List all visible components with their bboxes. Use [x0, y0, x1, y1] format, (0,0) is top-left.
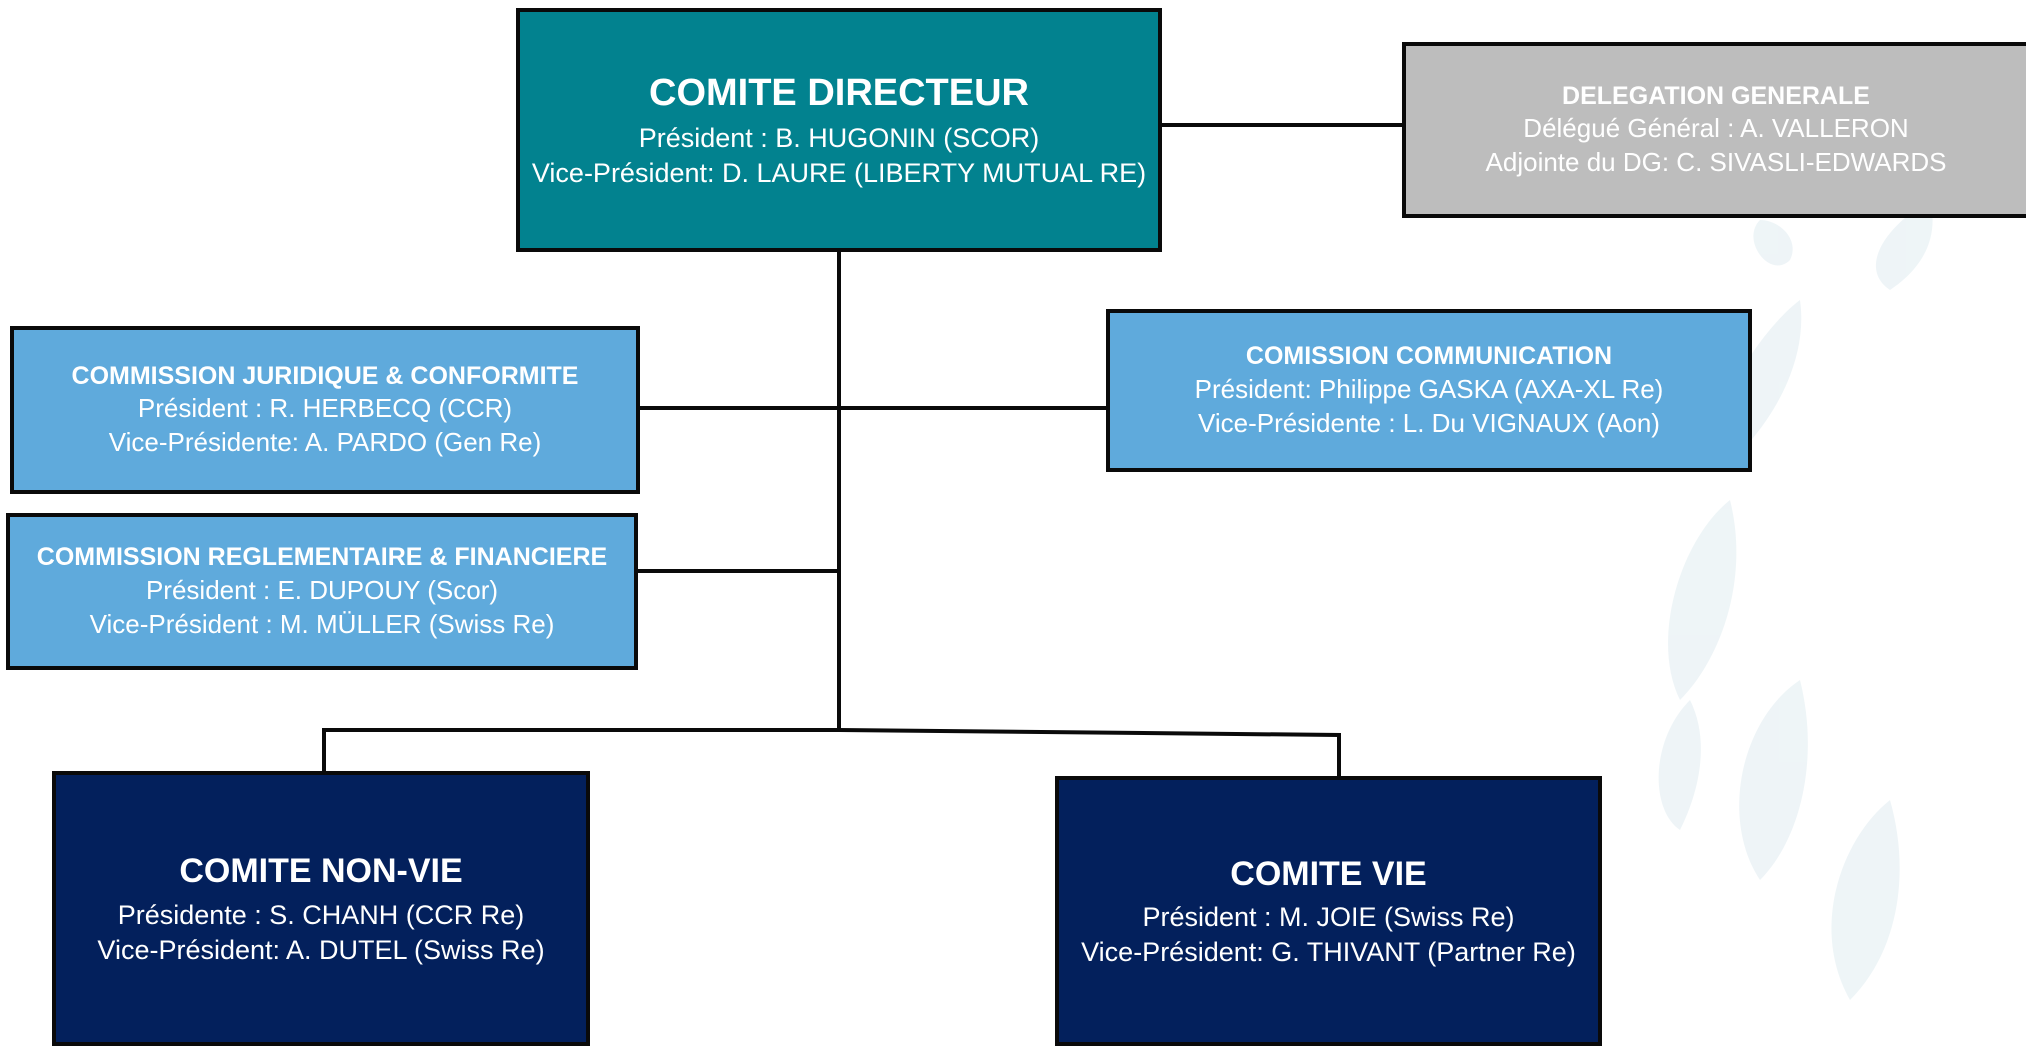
commission-communication-president: Président: Philippe GASKA (AXA-XL Re)	[1194, 373, 1664, 404]
delegation-generale-box: DELEGATION GENERALE Délégué Général : A.…	[1402, 42, 2026, 218]
comite-vie-title: COMITE VIE	[1230, 854, 1427, 893]
delegation-generale-adjointe: Adjointe du DG: C. SIVASLI-EDWARDS	[1485, 147, 1947, 178]
commission-communication-box: COMISSION COMMUNICATION Président: Phili…	[1106, 309, 1752, 472]
commission-reglementaire-vice-president: Vice-Président : M. MÜLLER (Swiss Re)	[89, 608, 555, 639]
leaf-shape	[1668, 500, 1737, 700]
delegation-generale-title: DELEGATION GENERALE	[1562, 81, 1870, 110]
commission-reglementaire-president: Président : E. DUPOUY (Scor)	[145, 574, 499, 605]
leaf-shape	[1875, 200, 1933, 290]
comite-directeur-title: COMITE DIRECTEUR	[649, 72, 1029, 115]
comite-directeur-vice-president: Vice-Président: D. LAURE (LIBERTY MUTUAL…	[531, 157, 1147, 188]
commission-communication-title: COMISSION COMMUNICATION	[1245, 342, 1613, 371]
comite-non-vie-president: Présidente : S. CHANH (CCR Re)	[117, 899, 525, 930]
comite-vie-vice-president: Vice-Président: G. THIVANT (Partner Re)	[1081, 937, 1576, 968]
leaf-shape	[1658, 700, 1701, 830]
comite-vie-president: Président : M. JOIE (Swiss Re)	[1142, 902, 1515, 932]
commission-juridique-box: COMMISSION JURIDIQUE & CONFORMITE Présid…	[10, 326, 640, 494]
commission-juridique-president: Président : R. HERBECQ (CCR)	[137, 393, 513, 424]
comite-non-vie-vice-president: Vice-Président: A. DUTEL (Swiss Re)	[97, 934, 545, 965]
leaf-shape	[1739, 680, 1808, 880]
commission-juridique-title: COMMISSION JURIDIQUE & CONFORMITE	[71, 361, 579, 390]
commission-juridique-vice-president: Vice-Présidente: A. PARDO (Gen Re)	[108, 427, 542, 458]
comite-non-vie-title: COMITE NON-VIE	[179, 852, 463, 891]
connector-comites-bar	[322, 728, 1341, 776]
comite-non-vie-box: COMITE NON-VIE Présidente : S. CHANH (CC…	[52, 771, 590, 1046]
commission-reglementaire-box: COMMISSION REGLEMENTAIRE & FINANCIERE Pr…	[6, 513, 638, 670]
leaf-shape	[1753, 220, 1793, 266]
commission-reglementaire-title: COMMISSION REGLEMENTAIRE & FINANCIERE	[36, 543, 608, 572]
delegation-generale-delegue: Délégué Général : A. VALLERON	[1523, 113, 1909, 144]
comite-directeur-box: COMITE DIRECTEUR Président : B. HUGONIN …	[516, 8, 1162, 252]
commission-communication-vice-president: Vice-Présidente : L. Du VIGNAUX (Aon)	[1198, 407, 1660, 438]
comite-directeur-president: Président : B. HUGONIN (SCOR)	[638, 122, 1040, 153]
leaf-shape	[1831, 800, 1900, 1000]
comite-vie-box: COMITE VIE Président : M. JOIE (Swiss Re…	[1055, 776, 1602, 1046]
